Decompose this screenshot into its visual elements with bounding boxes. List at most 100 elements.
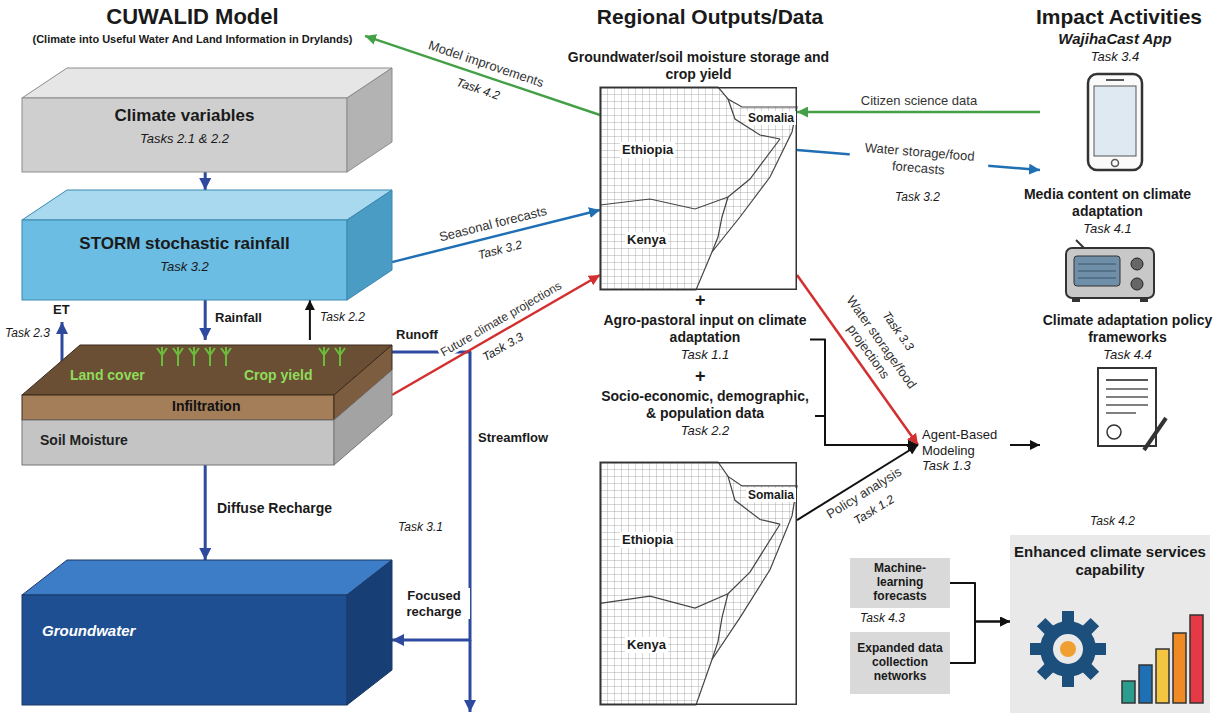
region-map: Groundwater/soil moisture storage and cr… [600, 87, 797, 290]
task-number: Task 4.2 [1088, 514, 1137, 528]
country-name: Kenya [625, 637, 668, 653]
rect-part [1088, 74, 1142, 170]
circle-part [1053, 634, 1083, 664]
process-box: Expanded data collection networks [850, 632, 950, 694]
edge-label: Task 4.3 [858, 611, 907, 625]
polyline-part [600, 594, 728, 608]
rect-part [1066, 248, 1154, 298]
rect-part [600, 87, 797, 290]
column-heading: Regional Outputs/Data [560, 4, 860, 29]
rect-part [601, 88, 797, 290]
label-text: Task 3.4 [1040, 49, 1190, 65]
polyline-part [712, 594, 728, 660]
polyline-part [728, 139, 780, 197]
streamflow-arrow [469, 640, 472, 712]
polyline-part [712, 197, 728, 252]
path-part [189, 347, 199, 366]
connector [1010, 444, 1040, 446]
input-block: Agro-pastoral input on climate adaptatio… [600, 312, 810, 367]
line-part [1106, 388, 1148, 390]
connector [797, 111, 1040, 114]
label-text: STORM stochastic rainfall [22, 234, 347, 254]
line-part [1078, 278, 1116, 279]
circle-part [1060, 641, 1076, 657]
polygon-part [334, 370, 392, 465]
label-text: Agro-pastoral input on climate adaptatio… [600, 312, 810, 346]
model-subtitle: (Climate into Useful Water And Land Info… [20, 33, 365, 46]
label-text: Task 4.4 [1040, 347, 1215, 363]
polygon-part [22, 560, 392, 595]
path-part [157, 347, 167, 366]
label-text: Expanded data collection networks [853, 642, 947, 683]
label-text: Media content on climate adaptation [1000, 186, 1215, 220]
connector [950, 622, 1010, 664]
flux-label: Runoff [396, 327, 438, 343]
rect-part [1139, 665, 1152, 703]
path-part [319, 347, 329, 366]
connector [204, 465, 207, 560]
app-icon-block: WajihaCast AppTask 3.4 [1040, 30, 1190, 180]
label-text: Task 3.2 [22, 259, 347, 275]
connector [204, 300, 207, 340]
edge-label: Task 2.2 [318, 310, 367, 324]
path-part [205, 347, 215, 366]
flux-label: ET [53, 302, 70, 318]
rect-part [22, 595, 347, 705]
edge-label: Diffuse Recharge [215, 500, 334, 517]
connector [950, 583, 1010, 622]
polygon-part [22, 345, 392, 395]
soil-block: Land coverCrop yieldInfiltrationSoil Moi… [22, 340, 392, 465]
policy-icon-block: Climate adaptation policy frameworksTask… [1040, 312, 1215, 457]
line-part [1106, 412, 1136, 414]
label-text: Land cover [70, 367, 145, 384]
edge-label: Citizen science data [858, 93, 978, 109]
rect-part [600, 462, 797, 705]
region-map: EthiopiaSomaliaKenya [600, 462, 797, 705]
edge-label: Model improvements [425, 37, 548, 92]
connector [815, 416, 918, 445]
edge-label: Rainfall [213, 310, 264, 326]
connector [392, 352, 470, 640]
plus-sign: + [695, 367, 706, 385]
line-part [1076, 240, 1084, 248]
rect-part [22, 395, 334, 420]
rect-part [1122, 681, 1135, 703]
rainfall-slab: STORM stochastic rainfallTask 3.2 [22, 190, 392, 300]
line-part [1106, 396, 1148, 398]
label-text: Agent-Based Modeling [922, 427, 1010, 458]
country-name: Ethiopia [620, 532, 675, 548]
model-name: CUWALID Model [20, 4, 365, 30]
label-text: Machine-learning forecasts [853, 562, 947, 603]
connector [365, 36, 600, 115]
polygon-part [600, 87, 797, 290]
connector [204, 172, 207, 190]
rect-part [1098, 368, 1156, 446]
label-text: Tasks 2.1 & 2.2 [22, 131, 347, 147]
rect-part [1190, 615, 1203, 703]
rect-part [1072, 298, 1080, 302]
country-name: Ethiopia [620, 142, 675, 158]
line-part [1078, 264, 1116, 265]
line-part [1106, 379, 1148, 381]
polygon-part [22, 68, 392, 98]
label-text: Climate variables [22, 106, 347, 126]
path-part [221, 347, 231, 366]
label-text: Enhanced climate services capability [1014, 543, 1206, 579]
polygon-part [347, 560, 392, 705]
polygon-part [347, 190, 392, 300]
polygon-part [347, 68, 392, 172]
plus-sign: + [695, 291, 706, 309]
polyline-part [600, 197, 728, 209]
path-part [173, 347, 183, 366]
media-icon-block: Media content on climate adaptationTask … [1000, 186, 1215, 306]
circle-part [1112, 160, 1119, 167]
circle-part [1131, 258, 1143, 270]
polygon-part [600, 462, 797, 705]
edge-label: Focused recharge [398, 588, 470, 619]
process-box: Machine-learning forecasts [850, 558, 950, 608]
task-number: Task 3.2 [893, 190, 942, 204]
rect-part [1074, 256, 1120, 286]
label-text: Soil Moisture [40, 432, 128, 449]
